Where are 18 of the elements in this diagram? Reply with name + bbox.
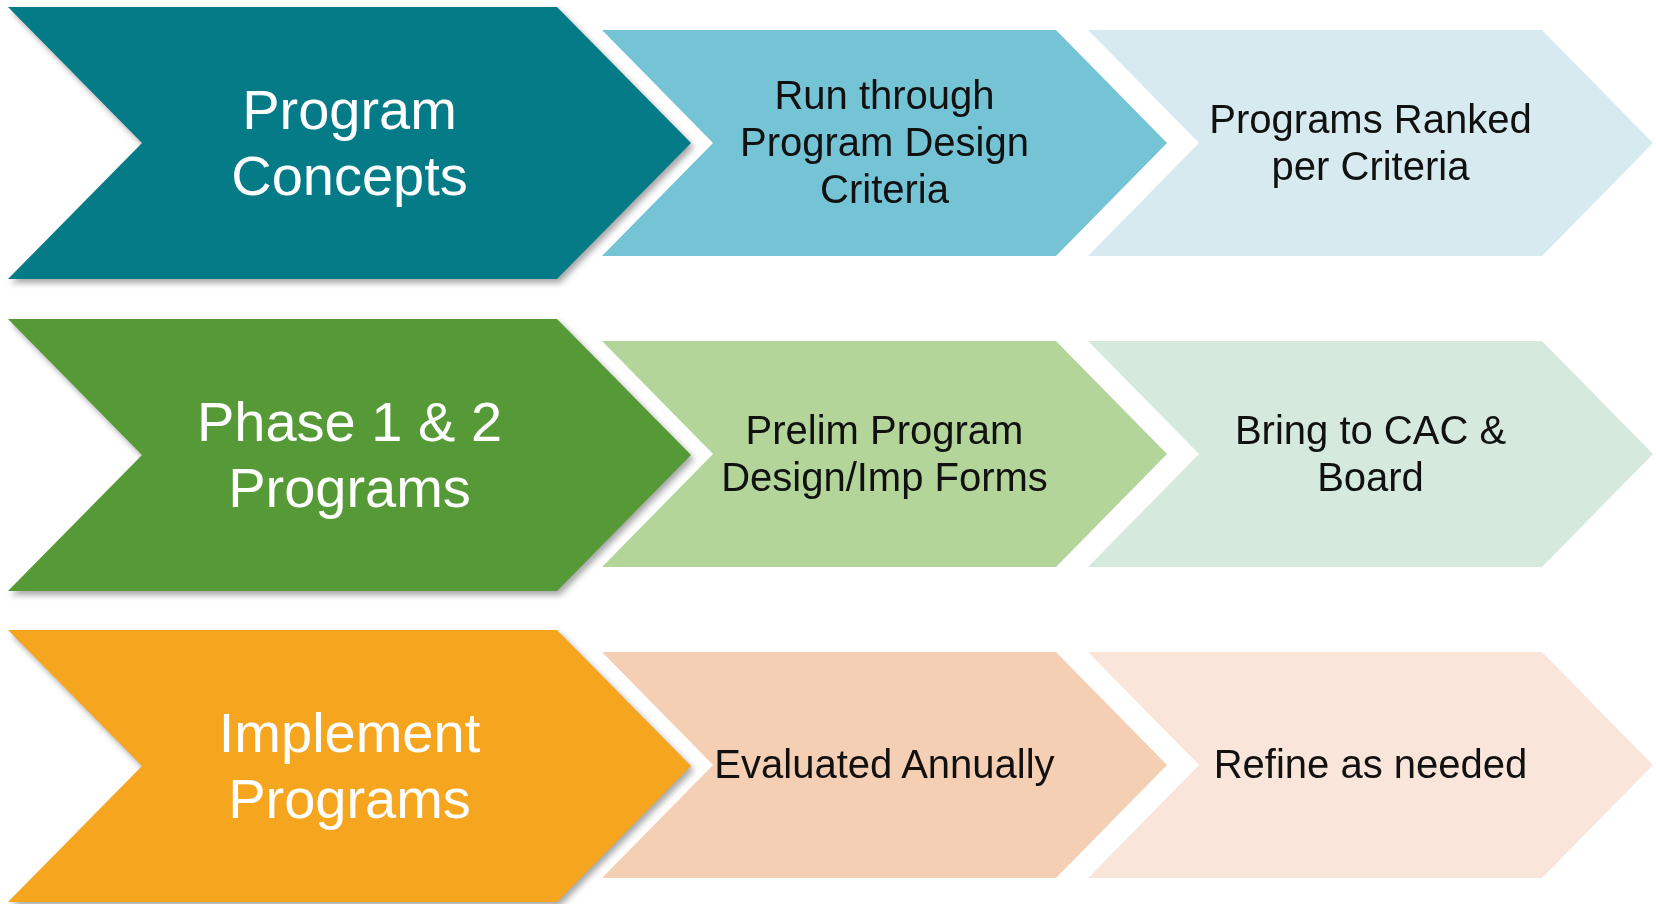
step-label: Refine as needed <box>1212 741 1529 789</box>
step-label: Program Concepts <box>230 76 469 209</box>
chevron-shape <box>602 341 1167 567</box>
chevron-shape <box>602 652 1167 878</box>
step-label: Phase 1 & 2 Programs <box>195 388 504 521</box>
chevron-shape <box>8 7 691 279</box>
step-label: Bring to CAC & Board <box>1233 406 1508 501</box>
chevron-shape <box>8 630 691 902</box>
step-label: Programs Ranked per Criteria <box>1208 95 1533 190</box>
step-label: Run through Program Design Criteria <box>739 72 1030 214</box>
chevron-shape <box>1088 341 1653 567</box>
step-label: Prelim Program Design/Imp Forms <box>720 406 1049 501</box>
step-label: Evaluated Annually <box>713 741 1056 789</box>
chevron-shape <box>8 319 691 591</box>
chevron-shape <box>602 30 1167 256</box>
chevron-shape <box>1088 652 1653 878</box>
step-label: Implement Programs <box>217 699 482 832</box>
chevron-shape <box>1088 30 1653 256</box>
